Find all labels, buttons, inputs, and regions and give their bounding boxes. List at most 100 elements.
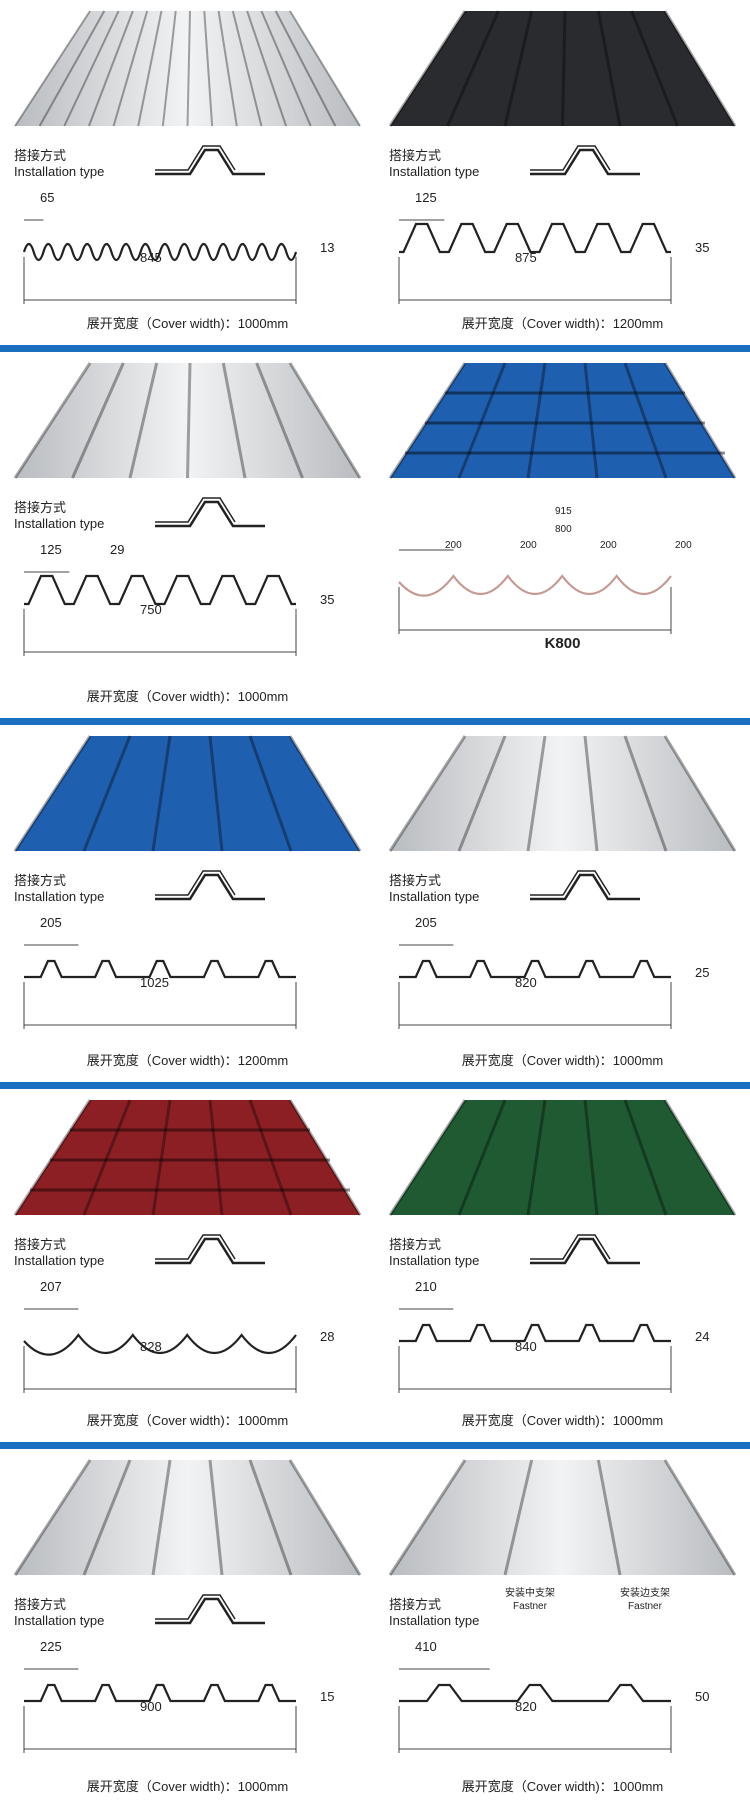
installation-cn: 搭接方式 [14,1597,67,1612]
profile-line [398,574,672,597]
roof-rib [663,1459,737,1576]
roof-rib [128,362,159,479]
roof-rib [13,362,92,479]
roof-rib [186,362,192,479]
roof-rib [248,1099,293,1216]
installation-en: Installation type [389,889,480,904]
dimension-label: 820 [515,975,537,990]
installation-en: Installation type [14,164,105,179]
dimension-label: 200 [520,540,537,551]
cover-prefix: 展开宽度（Cover width)： [461,1053,613,1068]
dimension-label: 210 [415,1279,437,1294]
profile-line [399,959,671,979]
roof-rib [288,1459,362,1576]
roof-image [13,1099,362,1216]
section-separator [0,1442,750,1449]
cover-prefix: 展开宽度（Cover width)： [86,316,238,331]
roof-rib [623,735,668,852]
cover-prefix: 展开宽度（Cover width)： [86,1053,238,1068]
roof-rib [663,362,737,479]
roof-image [388,362,737,479]
dimension-label: 1025 [140,975,169,990]
profile-diagram [22,219,298,304]
dimension-label: 65 [40,190,55,205]
roof-rib [388,1099,467,1216]
roof-rib [82,735,132,852]
profile-diagram [23,944,297,1029]
roof-rib [13,1099,92,1216]
installation-cn: 搭接方式 [14,873,67,888]
dimension-label: 125 [40,542,62,557]
cover-value: 1000mm [612,1413,664,1428]
cover-value: 1000mm [237,1413,289,1428]
roof-rib [596,1459,622,1576]
roof-rib [151,1459,172,1576]
roof-image [388,1099,737,1216]
roof-rib [231,10,263,127]
cover-value: 1000mm [612,1053,664,1068]
dimension-label: 820 [515,1699,537,1714]
dimension-label: 28 [320,1329,335,1344]
installation-en: Installation type [14,516,105,531]
roof-sheet [390,11,735,126]
installation-en: Installation type [389,164,480,179]
profile-line [24,1683,296,1703]
overlap-icon [155,1234,265,1265]
profile-diagram [398,549,672,634]
roof-rib [388,362,467,479]
cover-width-text: 展开宽度（Cover width)：1000mm [375,1050,750,1069]
dimension-label: 205 [415,915,437,930]
roof-rib [288,735,362,852]
dimension-label: 915 [555,506,572,517]
roof-rib [526,735,547,852]
roof-sheet [15,363,360,478]
roof-rib [503,10,534,127]
cover-prefix: 展开宽度（Cover width)： [461,1413,613,1428]
cover-value: 1000mm [237,316,289,331]
roof-rib [246,10,288,127]
roof-sheet [390,363,735,478]
roof-rib [186,10,191,127]
roof-rib [623,362,668,479]
roof-sheet [15,11,360,126]
roof-rib [151,735,172,852]
roof-rib [112,10,149,127]
roof-rib [457,362,507,479]
installation-en: Installation type [14,1253,105,1268]
roof-rib [274,10,337,127]
roof-rib [526,1099,547,1216]
roof-rib [583,735,599,852]
roof-rib [583,1099,599,1216]
section-separator [0,1082,750,1089]
dimension-label: 50 [695,1689,710,1704]
roof-sheet [15,1100,360,1215]
roof-rib [663,10,737,127]
dimension-label: 125 [415,190,437,205]
roof-rib [583,362,599,479]
dimension-label: 25 [695,965,710,980]
profile-diagram [398,1308,672,1393]
model-label: K800 [544,635,581,652]
installation-cn: 搭接方式 [389,873,442,888]
roof-rib [526,362,547,479]
fastener-cn: 安装边支架 [620,1588,670,1599]
profile-line [22,242,298,262]
cover-width-text: 展开宽度（Cover width)：1000mm [0,313,375,332]
dimension-label: 900 [140,1699,162,1714]
section-separator [0,345,750,352]
roof-rib [288,362,362,479]
roof-sheet [390,736,735,851]
roof-rib [388,1459,467,1576]
roof-image [13,362,362,479]
